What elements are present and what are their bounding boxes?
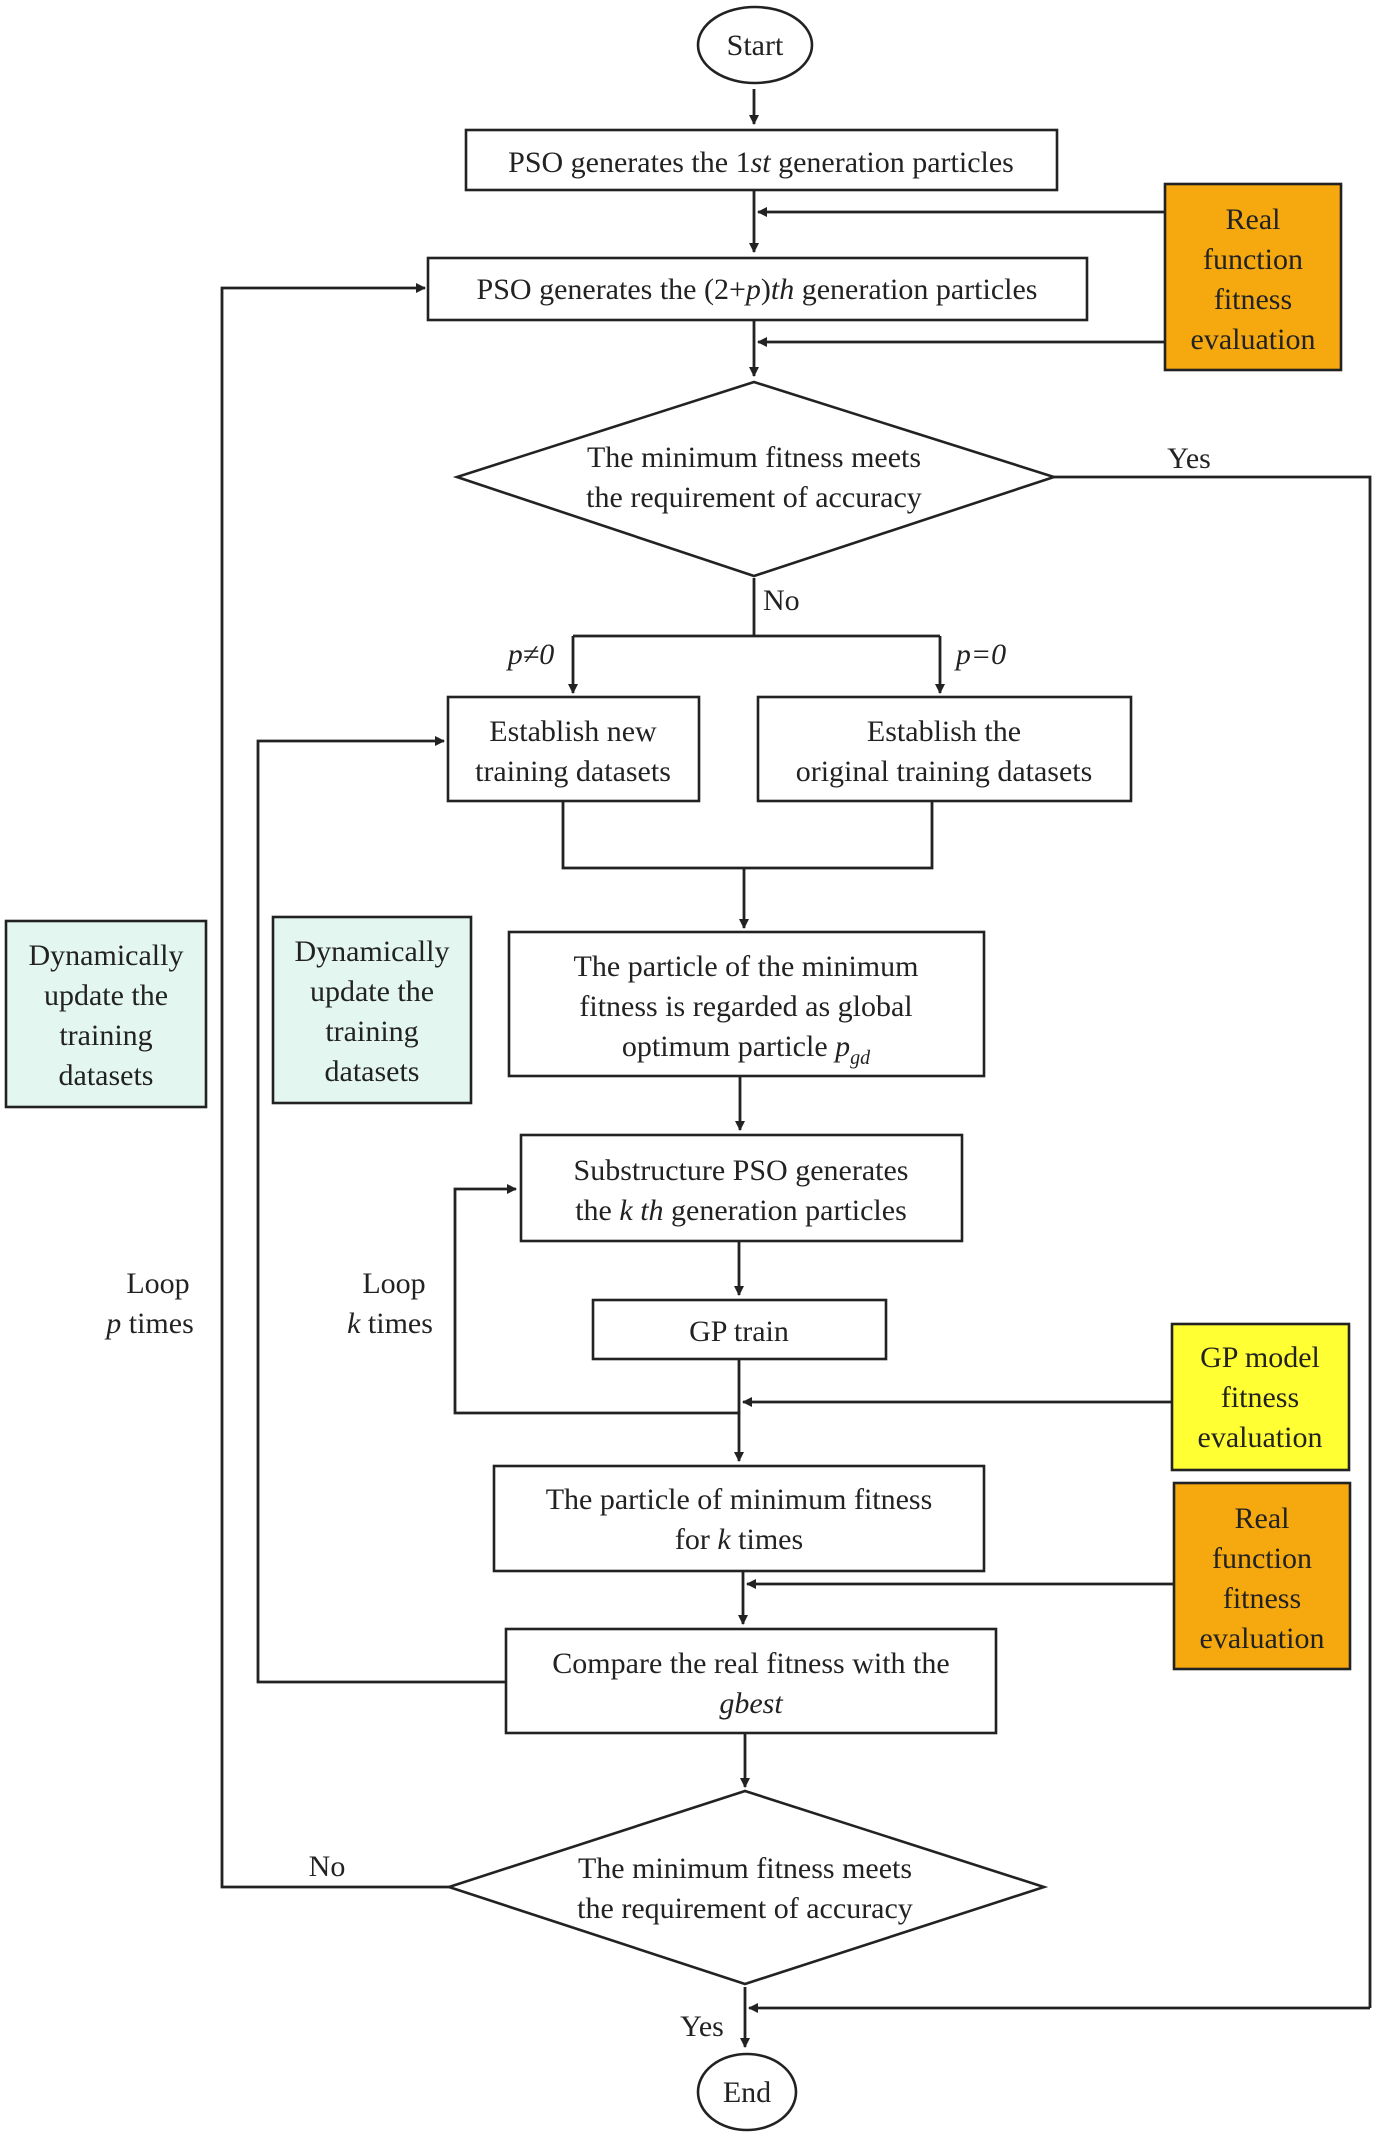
- svg-text:Dynamically: Dynamically: [295, 935, 450, 968]
- global-particle-line3: optimum particle pgd: [622, 1030, 871, 1069]
- start-label: Start: [727, 29, 784, 62]
- svg-text:The minimum fitness meets: The minimum fitness meets: [578, 1852, 912, 1885]
- svg-text:evaluation: evaluation: [1191, 323, 1316, 356]
- svg-text:the requirement of accuracy: the requirement of accuracy: [577, 1892, 913, 1925]
- svg-text:The particle of minimum fitnes: The particle of minimum fitness: [546, 1483, 933, 1516]
- svg-text:update the: update the: [310, 975, 434, 1008]
- svg-text:update the: update the: [44, 979, 168, 1012]
- no-bottom-path: [220, 283, 449, 1889]
- loop-k-label: Loop k times: [347, 1267, 433, 1340]
- svg-text:The particle of the minimum: The particle of the minimum: [574, 950, 919, 983]
- svg-text:Compare the real fitness with: Compare the real fitness with the: [552, 1647, 949, 1680]
- p-zero-label: p=0: [954, 638, 1006, 671]
- gen-next-label: PSO generates the (2+p)th generation par…: [477, 273, 1038, 306]
- min-particle-node: The particle of minimum fitness for k ti…: [492, 1464, 986, 1573]
- merge-path: [561, 801, 934, 870]
- no-bottom-label: No: [309, 1850, 346, 1883]
- gen-first-label: PSO generates the 1st generation particl…: [508, 146, 1014, 179]
- svg-text:End: End: [723, 2076, 771, 2109]
- real-eval-top-box: Real function fitness evaluation: [1163, 182, 1343, 372]
- svg-text:Real: Real: [1226, 203, 1281, 236]
- update-inner-box: Dynamically update the training datasets: [271, 915, 473, 1105]
- gen-next-node: PSO generates the (2+p)th generation par…: [426, 256, 1089, 322]
- loop-k-path: [453, 1184, 741, 1415]
- yes-top-label: Yes: [1167, 442, 1211, 475]
- yes-bottom-label: Yes: [680, 2010, 724, 2043]
- svg-text:fitness is regarded as global: fitness is regarded as global: [579, 990, 912, 1023]
- svg-text:GP train: GP train: [689, 1315, 789, 1348]
- svg-text:p times: p times: [104, 1307, 194, 1340]
- svg-text:k times: k times: [347, 1307, 433, 1340]
- yes-top-path: [1054, 475, 1372, 2008]
- establish-original-node: Establish the original training datasets: [756, 695, 1133, 803]
- gp-eval-box: GP model fitness evaluation: [1170, 1322, 1351, 1472]
- svg-text:Dynamically: Dynamically: [29, 939, 184, 972]
- establish-new-node: Establish new training datasets: [446, 695, 701, 803]
- svg-text:original training datasets: original training datasets: [796, 755, 1093, 788]
- no-top-label: No: [763, 584, 800, 617]
- loop-p-label: Loop p times: [104, 1267, 194, 1340]
- svg-text:fitness: fitness: [1221, 1381, 1299, 1414]
- svg-text:the requirement of accuracy: the requirement of accuracy: [586, 481, 922, 514]
- substructure-line2: the k th generation particles: [575, 1194, 907, 1227]
- compare-node: Compare the real fitness with the gbest: [504, 1627, 998, 1735]
- gen-first-node: PSO generates the 1st generation particl…: [464, 128, 1059, 192]
- substructure-node: Substructure PSO generates the k th gene…: [519, 1133, 964, 1243]
- start-node: Start: [696, 5, 814, 85]
- svg-text:datasets: datasets: [59, 1059, 154, 1092]
- svg-text:function: function: [1203, 243, 1303, 276]
- svg-text:Establish new: Establish new: [489, 715, 657, 748]
- svg-text:fitness: fitness: [1214, 283, 1292, 316]
- svg-text:function: function: [1212, 1542, 1312, 1575]
- svg-text:Real: Real: [1235, 1502, 1290, 1535]
- svg-text:Loop: Loop: [126, 1267, 189, 1300]
- svg-text:datasets: datasets: [325, 1055, 420, 1088]
- svg-text:training datasets: training datasets: [475, 755, 671, 788]
- p-not-zero-label: p≠0: [506, 638, 554, 671]
- svg-text:training: training: [59, 1019, 152, 1052]
- loop-p-inner-path: [256, 736, 506, 1684]
- global-particle-node: The particle of the minimum fitness is r…: [507, 930, 986, 1078]
- decision-top-node: The minimum fitness meets the requiremen…: [452, 380, 1059, 578]
- svg-text:GP model: GP model: [1200, 1341, 1320, 1374]
- end-node: End: [696, 2052, 798, 2132]
- svg-text:Loop: Loop: [362, 1267, 425, 1300]
- svg-text:training: training: [325, 1015, 418, 1048]
- min-particle-line2: for k times: [675, 1523, 803, 1556]
- svg-text:Substructure PSO generates: Substructure PSO generates: [574, 1154, 909, 1187]
- svg-text:evaluation: evaluation: [1200, 1622, 1325, 1655]
- gp-train-node: GP train: [591, 1298, 888, 1361]
- connectors: [220, 89, 1372, 2048]
- svg-text:gbest: gbest: [719, 1687, 783, 1720]
- decision-bottom-node: The minimum fitness meets the requiremen…: [444, 1789, 1049, 1986]
- svg-text:Establish the: Establish the: [867, 715, 1021, 748]
- svg-text:fitness: fitness: [1223, 1582, 1301, 1615]
- update-outer-box: Dynamically update the training datasets: [4, 919, 208, 1109]
- svg-text:The minimum fitness meets: The minimum fitness meets: [587, 441, 921, 474]
- real-eval-bottom-box: Real function fitness evaluation: [1172, 1481, 1352, 1671]
- svg-text:evaluation: evaluation: [1198, 1421, 1323, 1454]
